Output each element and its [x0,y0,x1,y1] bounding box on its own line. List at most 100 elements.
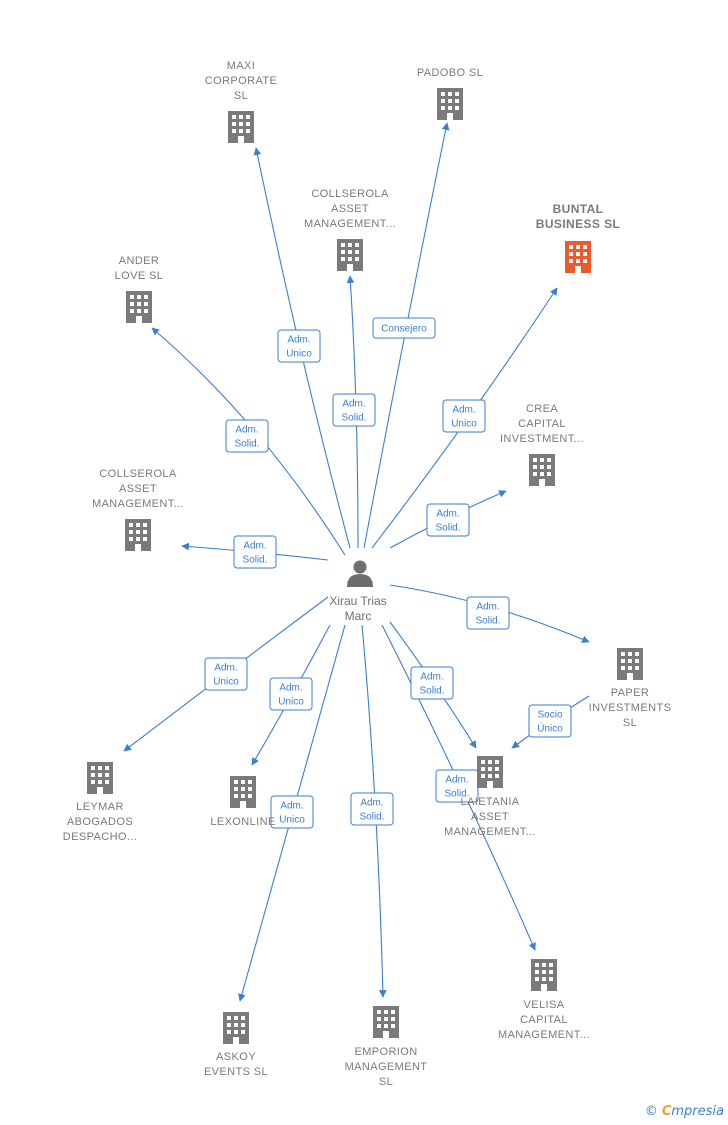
company-label: CORPORATE [205,75,277,87]
company-label: BUNTAL [553,202,604,216]
company-label: ASKOY [216,1051,256,1063]
company-label: MANAGEMENT... [498,1029,590,1041]
edge-label-box [270,795,314,829]
company-node-ander[interactable]: ANDER LOVE SL [115,255,164,323]
company-label: COLLSEROLA [99,468,177,480]
edge-label-box [528,704,572,738]
edge-label-person-to-emporion[interactable]: Adm.Solid. [350,792,394,826]
footer-brand: ©Cmpresia [645,1104,724,1119]
building-icon [125,519,151,551]
person-icon [347,560,373,587]
edge-label-box [410,666,454,700]
company-label: ABOGADOS [67,816,133,828]
edge-label-text: Adm. [452,405,475,416]
company-label: DESPACHO... [63,831,138,843]
company-node-padobo[interactable]: PADOBO SL [417,67,483,120]
edge-label-box [426,503,470,537]
edge-label-box [442,399,486,433]
edge-label-text: Adm. [420,672,443,683]
company-node-leymar[interactable]: LEYMARABOGADOSDESPACHO... [63,762,138,843]
edge-label-person-to-padobo[interactable]: Consejero [372,317,436,339]
company-node-collserola1[interactable]: COLLSEROLAASSETMANAGEMENT... [304,188,396,271]
company-label: BUSINESS SL [536,217,620,231]
company-label: PADOBO SL [417,67,483,79]
edge-label-box [233,535,277,569]
company-label: LAIETANIA [460,796,519,808]
company-node-crea[interactable]: CREA CAPITAL INVESTMENT... [500,403,584,486]
building-icon [437,88,463,120]
company-label: CAPITAL [520,1014,568,1026]
company-label: LEXONLINE [210,816,275,828]
edge-label-person-to-crea[interactable]: Adm. Solid. [426,503,470,537]
edge-label-person-to-laietania[interactable]: Adm. Solid. [410,666,454,700]
edge-label-box [204,657,248,691]
company-node-laietania[interactable]: LAIETANIAASSETMANAGEMENT... [444,756,536,838]
building-icon [373,1006,399,1038]
edge-label-text: Adm. [280,801,303,812]
edge-label-person-to-leymar[interactable]: Adm. Unico [204,657,248,691]
company-label: MANAGEMENT... [92,498,184,510]
company-node-collserola2[interactable]: COLLSEROLA ASSET MANAGEMENT... [92,468,184,551]
person-label: Xirau Trias [329,594,386,608]
edge-label-box [350,792,394,826]
building-icon [228,111,254,143]
brand-logo-initial: C [661,1104,672,1119]
edge-label-person-to-collserola1[interactable]: Adm.Solid. [332,393,376,427]
edge-label-text: Adm. [445,775,468,786]
building-icon [230,776,256,808]
edge-label-box [277,329,321,363]
edge-label-text: Unico [451,419,477,430]
company-label: CAPITAL [518,418,566,430]
edge-label-text: Solid. [341,413,366,424]
company-label: INVESTMENTS [589,702,672,714]
building-icon [617,648,643,680]
company-label: INVESTMENT... [500,433,584,445]
edge-label-person-to-lexonline[interactable]: Adm.Unico [269,677,313,711]
brand-logo-text: mpresia [671,1104,724,1119]
company-node-lexonline[interactable]: LEXONLINE [210,776,275,828]
edge-label-person-to-askoy[interactable]: Adm.Unico [270,795,314,829]
company-label: ASSET [471,811,509,823]
edge-labels-layer: Adm.UnicoConsejeroAdm.Solid.Adm.UnicoAdm… [204,317,572,829]
company-node-velisa[interactable]: VELISACAPITALMANAGEMENT... [498,959,590,1041]
edge-label-person-to-maxi[interactable]: Adm.Unico [277,329,321,363]
edge-label-text: Solid. [435,523,460,534]
building-icon [477,756,503,788]
company-label: ASSET [119,483,157,495]
edge-label-box [332,393,376,427]
edge-label-text: Adm. [214,663,237,674]
edge-label-text: Adm. [235,425,258,436]
edge-label-text: Adm. [243,541,266,552]
edge-label-person-to-buntal[interactable]: Adm. Unico [442,399,486,433]
edge-label-person-to-velisa[interactable]: Adm.Solid. [435,769,479,803]
company-label: CREA [526,403,558,415]
edge-label-text: Adm. [287,335,310,346]
company-label: PAPER [611,687,649,699]
company-label: SL [379,1076,393,1088]
edge-label-person-to-collserola2[interactable]: Adm. Solid. [233,535,277,569]
building-icon [529,454,555,486]
edge-label-person-to-ander[interactable]: Adm.Solid. [225,419,269,453]
edge-label-text: Solid. [359,812,384,823]
edge-label-box [372,317,436,339]
building-icon [87,762,113,794]
edge-label-text: Solid. [242,555,267,566]
edge-label-text: Adm. [436,509,459,520]
company-label: ANDER [119,255,160,267]
building-icon [337,239,363,271]
edge-label-box [269,677,313,711]
company-label: SL [234,90,248,102]
edge-label-box [466,596,510,630]
company-label: LOVE SL [115,270,164,282]
edge-label-text: Unico [213,677,239,688]
edge-label-text: Solid. [419,686,444,697]
edge-label-box [225,419,269,453]
edge-label-person-to-paper[interactable]: Adm.Solid. [466,596,510,630]
